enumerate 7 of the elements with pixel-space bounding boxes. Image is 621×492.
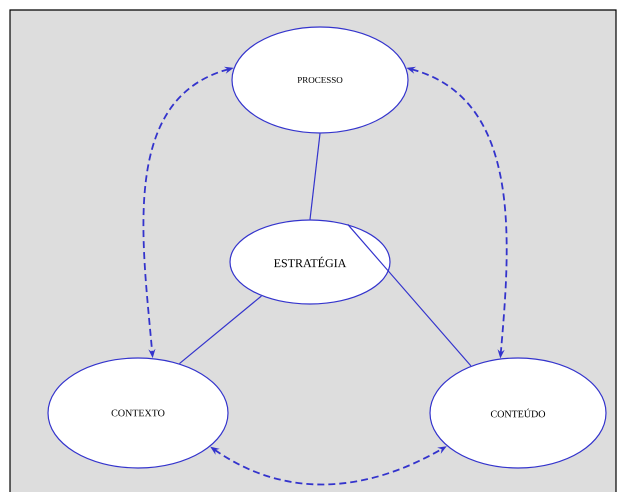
- ellipse-node: CONTEXTO: [47, 357, 229, 469]
- ellipse-node: ESTRATÉGIA: [229, 219, 391, 305]
- connector: [309, 134, 321, 220]
- ellipse-node: CONTEÚDO: [429, 357, 607, 469]
- connector: [179, 296, 262, 364]
- connector: [347, 224, 472, 366]
- ellipse-node: PROCESSO: [231, 26, 409, 134]
